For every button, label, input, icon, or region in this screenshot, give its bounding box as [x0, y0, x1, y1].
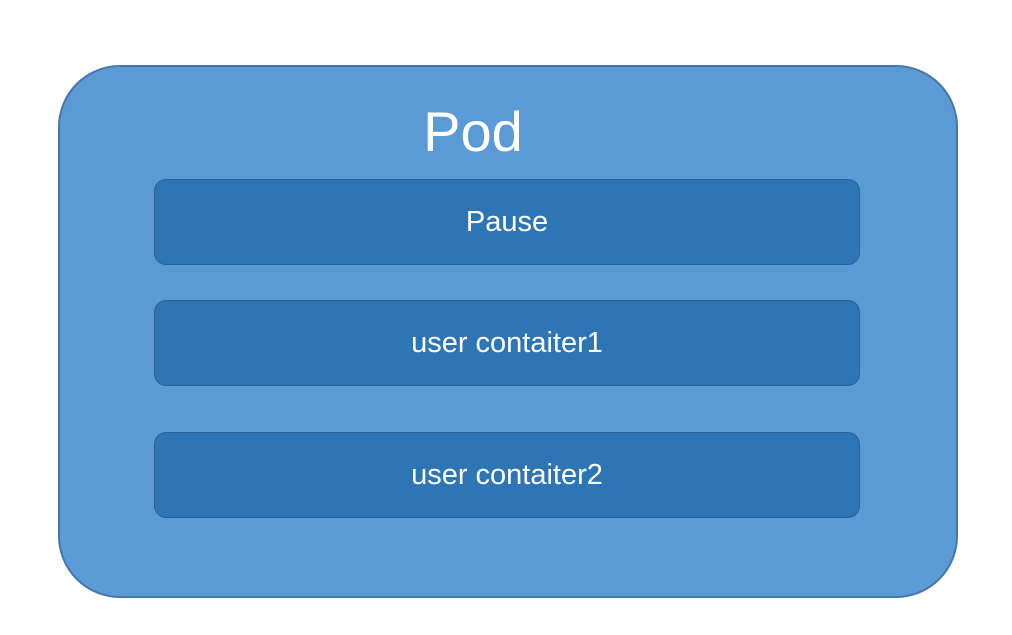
container-user2-label: user contaiter2 — [411, 458, 603, 491]
pod-box: Pod Pause user contaiter1 user contaiter… — [58, 65, 958, 598]
container-pause: Pause — [154, 179, 860, 265]
container-pause-label: Pause — [465, 205, 549, 238]
container-user1: user contaiter1 — [154, 300, 860, 386]
pod-title: Pod — [423, 100, 523, 163]
container-user2: user contaiter2 — [154, 432, 860, 518]
container-user1-label: user contaiter1 — [411, 326, 603, 359]
